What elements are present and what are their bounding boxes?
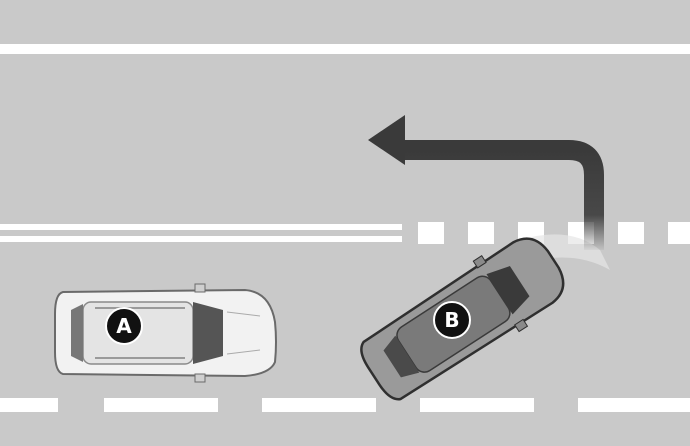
center-double-line-upper <box>0 224 402 230</box>
center-double-line-lower <box>0 236 402 242</box>
vehicle-a <box>54 283 277 383</box>
bottom-dashed-line <box>0 398 690 412</box>
vehicle-a-label: A <box>116 314 132 338</box>
left-turn-arrow <box>368 115 604 250</box>
road-edge-line-top <box>0 44 690 54</box>
vehicle-b-label-badge: B <box>433 301 471 339</box>
vehicle-a-label-badge: A <box>105 307 143 345</box>
vehicle-b-label: B <box>444 308 459 332</box>
center-dashed-line <box>418 222 690 244</box>
